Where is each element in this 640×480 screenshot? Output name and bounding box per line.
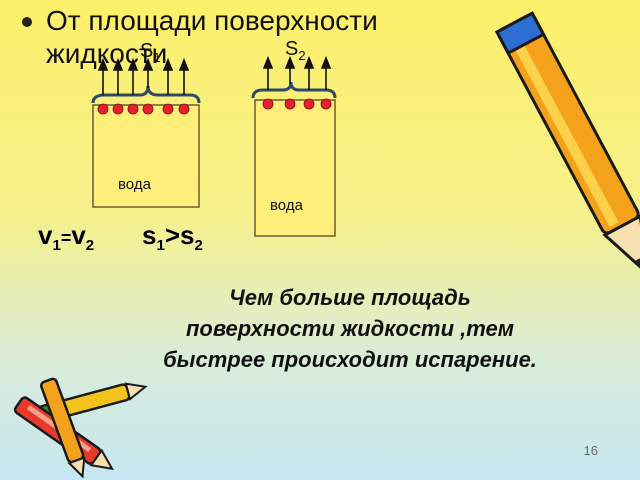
arrow-head	[303, 55, 315, 69]
molecule	[320, 98, 332, 110]
pencils-small-icon	[13, 377, 148, 479]
jar-left-meniscus	[91, 85, 201, 104]
molecule	[142, 103, 154, 115]
molecule	[112, 103, 124, 115]
arrow-head	[112, 57, 124, 71]
molecule	[303, 98, 315, 110]
page-number: 16	[583, 443, 598, 458]
arrow-head	[178, 57, 190, 71]
jar-right-arrows	[262, 55, 332, 90]
arrow-head	[262, 55, 274, 69]
jar-left-label: вода	[118, 176, 151, 193]
jar-right	[251, 55, 337, 237]
bullet-dot	[22, 17, 32, 27]
arrow-head	[97, 57, 109, 71]
jar-left-molecules	[97, 103, 190, 115]
jar-right-molecules	[262, 98, 332, 110]
jar-left	[91, 57, 201, 208]
molecule	[162, 103, 174, 115]
molecule	[127, 103, 139, 115]
conclusion-text: Чем больше площадь поверхности жидкости …	[163, 285, 537, 372]
arrow-head	[127, 57, 139, 71]
surface-label-s1: S1	[140, 40, 161, 65]
equation-surface: s1>s2	[142, 220, 203, 255]
molecule	[262, 98, 274, 110]
arrow-head	[284, 55, 296, 69]
arrow-head	[162, 57, 174, 71]
arrow-head	[142, 57, 154, 71]
jar-right-body	[254, 99, 336, 237]
equation-volume: v1=v2	[38, 220, 95, 255]
jar-left-arrows	[97, 57, 190, 95]
pencil-large-icon	[494, 11, 640, 279]
jar-right-label: вода	[270, 197, 303, 214]
bullet-text: От площади поверхности жидкости	[46, 5, 378, 69]
molecule	[284, 98, 296, 110]
arrow-head	[320, 55, 332, 69]
molecule	[178, 103, 190, 115]
surface-label-s2: S2	[285, 38, 306, 63]
molecule	[97, 103, 109, 115]
jar-right-meniscus	[251, 81, 337, 99]
